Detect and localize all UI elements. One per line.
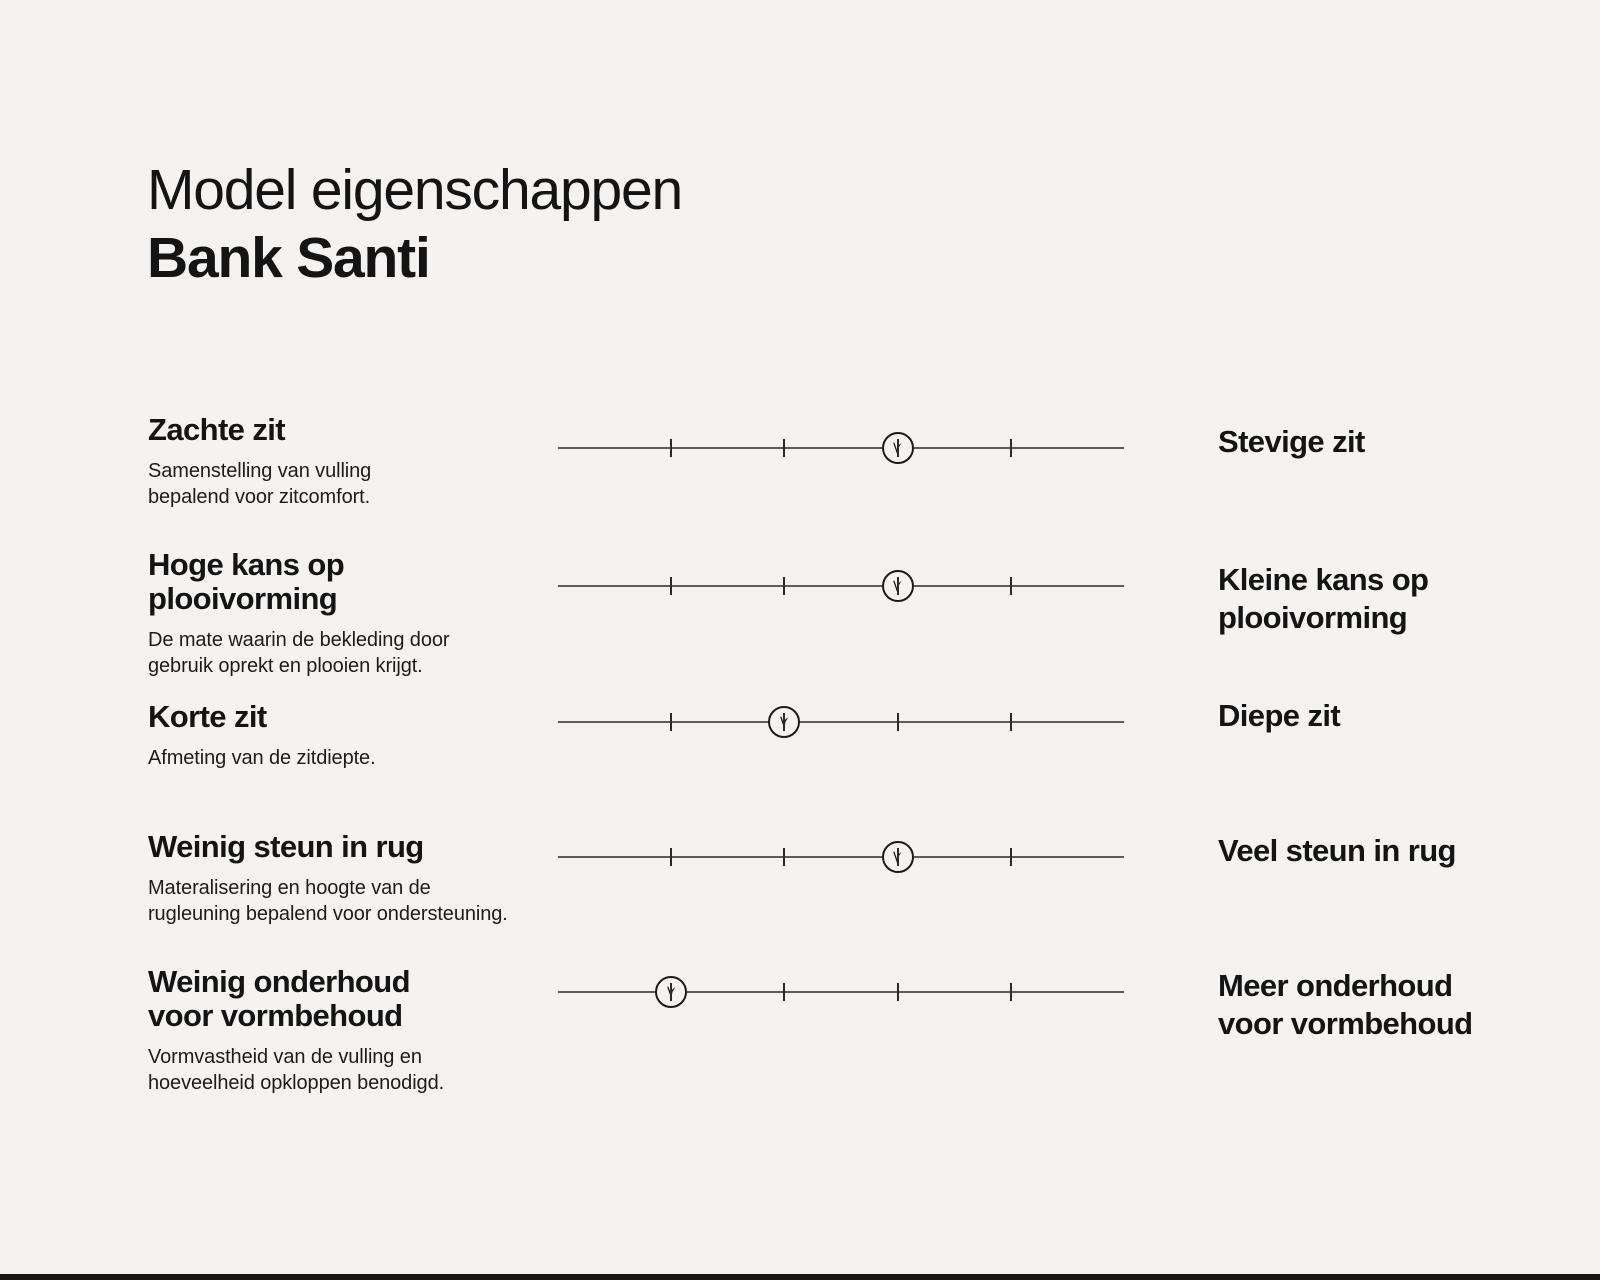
- property-left-label: Hoge kans op plooivorming: [148, 547, 345, 616]
- product-name: Bank Santi: [147, 226, 431, 290]
- slider-tick: [896, 439, 899, 457]
- slider-tick: [783, 983, 786, 1001]
- bottom-border: [0, 1274, 1600, 1280]
- property-right-label: Veel steun in rug: [1218, 833, 1456, 868]
- property-left-label: Weinig steun in rug: [148, 829, 424, 864]
- slider-tick: [670, 439, 673, 457]
- slider-line: [558, 856, 1124, 858]
- property-right-block: Kleine kans op plooivorming: [1218, 561, 1588, 637]
- property-left-block: Weinig onderhoud voor vormbehoud Vormvas…: [148, 965, 588, 1096]
- property-right-block: Stevige zit: [1218, 423, 1588, 461]
- slider-line: [558, 585, 1124, 587]
- slider-tick: [1009, 848, 1012, 866]
- slider-tick: [896, 713, 899, 731]
- property-right-label: Stevige zit: [1218, 424, 1365, 459]
- slider-tick: [670, 848, 673, 866]
- property-right-label: Kleine kans op plooivorming: [1218, 562, 1429, 635]
- property-right-label: Diepe zit: [1218, 698, 1341, 733]
- property-description: De mate waarin de bekleding door gebruik…: [148, 629, 450, 677]
- slider-tick: [896, 848, 899, 866]
- property-left-label: Weinig onderhoud voor vormbehoud: [148, 964, 411, 1033]
- property-description: Afmeting van de zitdiepte.: [148, 747, 376, 769]
- slider-tick: [670, 713, 673, 731]
- page-title-subtitle: Model eigenschappen: [147, 158, 683, 222]
- slider-tick: [896, 577, 899, 595]
- slider-tick: [670, 983, 673, 1001]
- property-right-block: Diepe zit: [1218, 697, 1588, 735]
- slider-tick: [896, 983, 899, 1001]
- property-left-label: Zachte zit: [148, 412, 286, 447]
- slider-tick: [1009, 439, 1012, 457]
- property-description: Samenstelling van vulling bepalend voor …: [148, 460, 372, 508]
- property-left-block: Korte zit Afmeting van de zitdiepte.: [148, 700, 588, 771]
- property-right-block: Veel steun in rug: [1218, 832, 1588, 870]
- slider-tick: [1009, 713, 1012, 731]
- slider-tick: [783, 439, 786, 457]
- slider-tick: [1009, 983, 1012, 1001]
- property-left-label: Korte zit: [148, 699, 267, 734]
- slider-line: [558, 721, 1124, 723]
- property-description: Materalisering en hoogte van de rugleuni…: [148, 877, 508, 925]
- property-description: Vormvastheid van de vulling en hoeveelhe…: [148, 1046, 445, 1094]
- slider-line: [558, 447, 1124, 449]
- slider-tick: [783, 848, 786, 866]
- slider-tick: [1009, 577, 1012, 595]
- property-left-block: Zachte zit Samenstelling van vulling bep…: [148, 413, 588, 510]
- slider-tick: [670, 577, 673, 595]
- property-left-block: Hoge kans op plooivorming De mate waarin…: [148, 548, 588, 679]
- page-title: Model eigenschappen Bank Santi: [147, 156, 683, 292]
- property-right-label: Meer onderhoud voor vormbehoud: [1218, 968, 1473, 1041]
- property-right-block: Meer onderhoud voor vormbehoud: [1218, 967, 1588, 1043]
- property-left-block: Weinig steun in rug Materalisering en ho…: [148, 830, 588, 927]
- slider-line: [558, 991, 1124, 993]
- slider-tick: [783, 713, 786, 731]
- slider-tick: [783, 577, 786, 595]
